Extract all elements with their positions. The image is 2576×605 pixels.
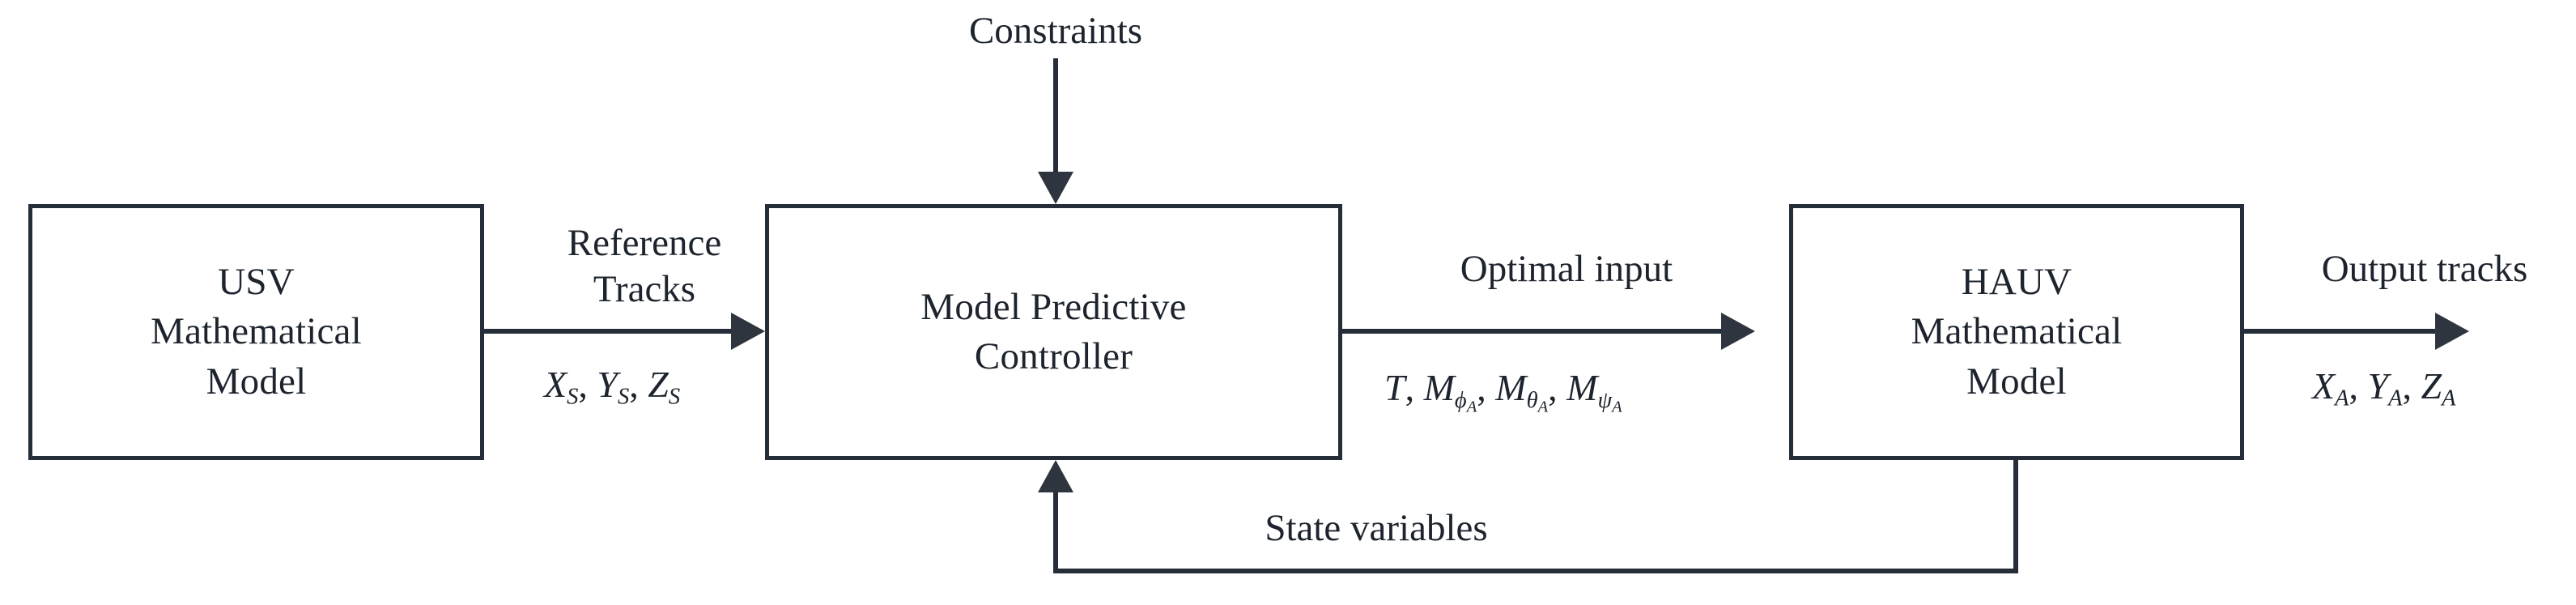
optimal-input-arrow-head [1721, 313, 1755, 350]
state-feedback-arrow-head [1038, 460, 1073, 492]
optimal-input-signals-math: T, MϕA, MθA, MψA [1384, 367, 1622, 415]
hauv-mathematical-model-block: HAUV Mathematical Model [1789, 204, 2244, 460]
usv-mathematical-model-block: USV Mathematical Model [28, 204, 484, 460]
reference-signals-math: XS, YS, ZS [544, 364, 681, 410]
usv-block-line-2: Mathematical [151, 310, 362, 353]
state-feedback-left-segment [1053, 491, 1058, 570]
reference-tracks-line-2: Tracks [593, 268, 696, 311]
state-feedback-right-segment [2013, 460, 2018, 573]
usv-block-line-3: Model [206, 360, 307, 403]
reference-arrow-line [484, 329, 735, 334]
state-variables-label: State variables [1265, 507, 1488, 549]
output-tracks-label: Output tracks [2321, 248, 2528, 290]
optimal-input-label: Optimal input [1460, 248, 1673, 290]
reference-tracks-label: Reference Tracks [523, 220, 766, 313]
state-feedback-bottom-segment [1053, 569, 2018, 573]
reference-tracks-line-1: Reference [567, 222, 722, 264]
usv-block-line-1: USV [218, 261, 295, 304]
output-signals-math: XA, YA, ZA [2312, 365, 2456, 411]
constraints-arrow-line [1053, 58, 1058, 173]
optimal-input-arrow-line [1342, 329, 1724, 334]
output-arrow-head [2435, 313, 2469, 350]
model-predictive-controller-block: Model Predictive Controller [765, 204, 1342, 460]
constraints-label: Constraints [968, 10, 1143, 52]
output-arrow-line [2244, 329, 2438, 334]
hauv-block-line-2: Mathematical [1911, 310, 2123, 353]
mpc-block-line-1: Model Predictive [920, 285, 1187, 328]
hauv-block-line-3: Model [1966, 360, 2067, 403]
mpc-block-line-2: Controller [974, 335, 1133, 377]
reference-arrow-head [731, 313, 765, 350]
hauv-block-line-1: HAUV [1961, 261, 2072, 304]
constraints-arrow-head [1038, 172, 1073, 204]
